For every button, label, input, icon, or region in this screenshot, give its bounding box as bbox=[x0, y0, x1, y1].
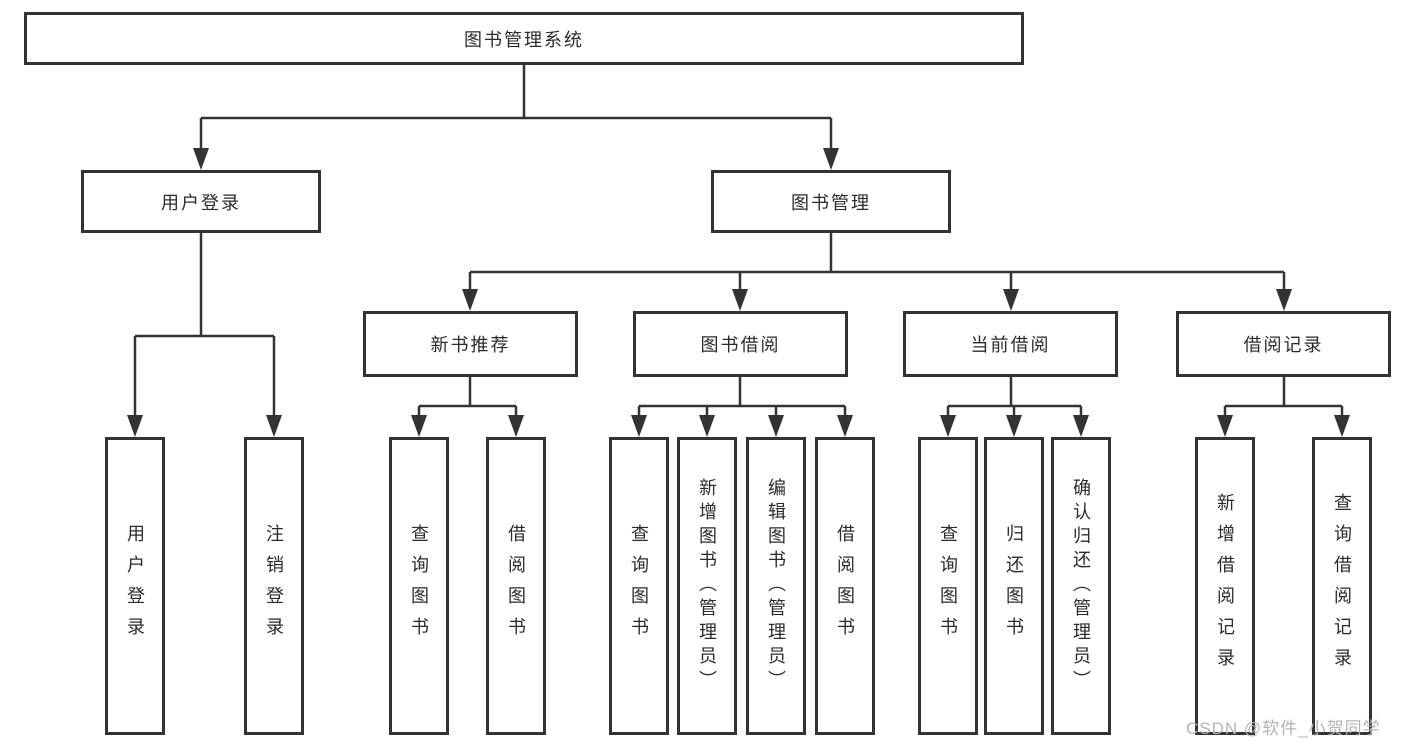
node-label: 确认归还（管理员） bbox=[1071, 478, 1091, 694]
node-label: 图书借阅 bbox=[700, 335, 781, 355]
node-current-return-books: 归还图书 bbox=[984, 437, 1044, 735]
arrowheads bbox=[127, 148, 1350, 437]
node-current-search-books: 查询图书 bbox=[918, 437, 978, 735]
node-book-borrowing: 图书借阅 bbox=[633, 311, 848, 377]
node-label: 图书管理 bbox=[791, 192, 871, 213]
node-current-borrowing: 当前借阅 bbox=[903, 311, 1118, 377]
node-label: 借阅图书 bbox=[506, 524, 526, 648]
node-label: 新增图书（管理员） bbox=[697, 478, 717, 694]
node-label: 当前借阅 bbox=[970, 335, 1051, 355]
node-label: 用户登录 bbox=[125, 524, 145, 648]
node-label: 用户登录 bbox=[161, 192, 241, 213]
node-user-login-leaf: 用户登录 bbox=[105, 437, 165, 735]
node-rec-search-books: 查询图书 bbox=[389, 437, 449, 735]
node-borrow-add-books-admin: 新增图书（管理员） bbox=[677, 437, 737, 735]
node-label: 查询图书 bbox=[629, 524, 649, 648]
node-label: 借阅记录 bbox=[1243, 335, 1324, 355]
node-book-management-branch: 图书管理 bbox=[711, 170, 951, 233]
node-records-search-record: 查询借阅记录 bbox=[1312, 437, 1372, 735]
node-current-confirm-return-admin: 确认归还（管理员） bbox=[1051, 437, 1111, 735]
node-borrow-search-books: 查询图书 bbox=[609, 437, 669, 735]
node-user-login-branch: 用户登录 bbox=[81, 170, 321, 233]
node-label: 查询借阅记录 bbox=[1332, 493, 1352, 679]
node-label: 图书管理系统 bbox=[464, 29, 584, 50]
node-label: 新书推荐 bbox=[430, 335, 511, 355]
node-rec-borrow-books: 借阅图书 bbox=[486, 437, 546, 735]
node-borrowing-records: 借阅记录 bbox=[1176, 311, 1391, 377]
node-label: 新增借阅记录 bbox=[1215, 493, 1235, 679]
node-records-add-record: 新增借阅记录 bbox=[1195, 437, 1255, 735]
node-label: 借阅图书 bbox=[835, 524, 855, 648]
node-label: 查询图书 bbox=[409, 524, 429, 648]
node-label: 编辑图书（管理员） bbox=[766, 478, 786, 694]
node-label: 注销登录 bbox=[264, 524, 284, 648]
node-borrow-edit-books-admin: 编辑图书（管理员） bbox=[746, 437, 806, 735]
csdn-watermark: CSDN @软件_小贺同学 bbox=[1186, 719, 1381, 738]
node-label: 查询图书 bbox=[938, 524, 958, 648]
node-library-management-system: 图书管理系统 bbox=[24, 12, 1024, 65]
node-new-book-recommendation: 新书推荐 bbox=[363, 311, 578, 377]
node-borrow-borrow-books: 借阅图书 bbox=[815, 437, 875, 735]
node-label: 归还图书 bbox=[1004, 524, 1024, 648]
node-logout-leaf: 注销登录 bbox=[244, 437, 304, 735]
